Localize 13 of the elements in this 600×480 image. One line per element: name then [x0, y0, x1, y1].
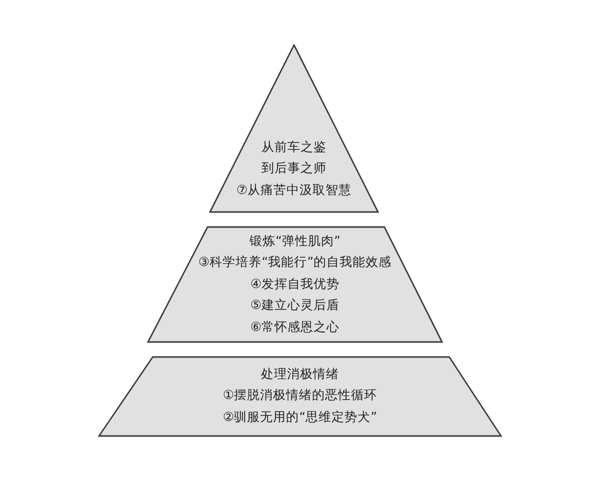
tier-heading: 锻炼“弹性肌肉”: [250, 232, 340, 250]
tier-item-text: ①摆脱消极情绪的恶性循环: [222, 386, 378, 404]
tier-item-text: ③科学培养“我能行”的自我能效感: [198, 253, 392, 272]
tier-item-text: ⑥常怀感恩之心: [250, 318, 340, 336]
tier-item-text: ⑤建立心灵后盾: [250, 296, 340, 314]
tier-item-text: ②驯服无用的“思维定势犬”: [222, 408, 378, 426]
tier-item-text: ⑦从痛苦中汲取智慧: [236, 180, 352, 199]
pyramid-tier-trapezoid: [147, 226, 443, 343]
tier-item-text: ④发挥自我优势: [250, 274, 340, 293]
tier-heading: 处理消极情绪: [261, 365, 339, 383]
pyramid-tier-trapezoid: [98, 356, 502, 437]
tier-heading: 从前车之鉴到后事之师: [260, 138, 328, 178]
pyramid-apex-triangle: [209, 44, 379, 213]
